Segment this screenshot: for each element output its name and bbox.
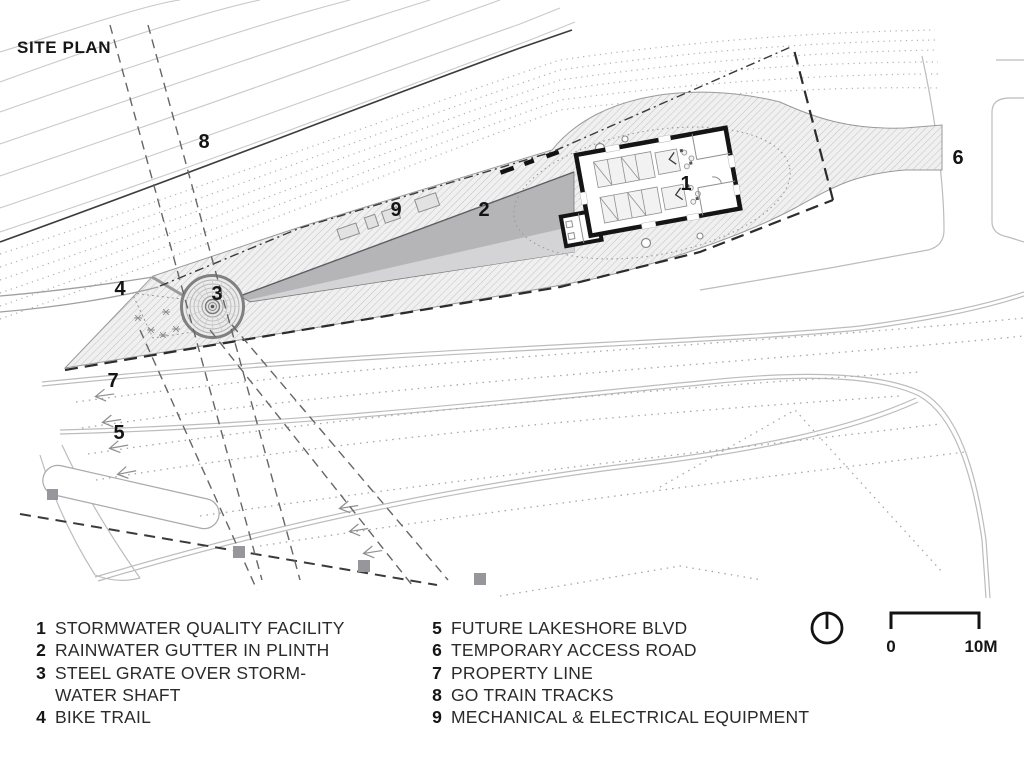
callout-3-grate: 3 [211, 283, 223, 305]
callout-6-access-road: 6 [952, 147, 964, 169]
legend-label: FUTURE LAKESHORE BLVD [451, 618, 688, 638]
embankment-contours [0, 29, 941, 320]
legend-item-5: 5 FUTURE LAKESHORE BLVD [424, 617, 854, 639]
utility-dashed-lines [109, 24, 449, 591]
legend-num: 5 [432, 618, 442, 638]
callout-8-go-tracks: 8 [198, 131, 210, 153]
north-arrow-icon [810, 611, 844, 645]
legend-num: 3 [36, 662, 46, 683]
stormwater-shaft-grate [180, 274, 245, 339]
legend-label: STORMWATER QUALITY FACILITY [55, 618, 345, 638]
lane-arrows [93, 387, 384, 561]
legend-num: 8 [432, 684, 442, 705]
legend-num: 6 [432, 640, 442, 661]
callout-5-lakeshore: 5 [113, 422, 125, 444]
callout-7-property-line: 7 [107, 370, 119, 392]
scale-max-label: 10M [964, 637, 998, 656]
legend-num: 1 [36, 618, 46, 638]
page-title: SITE PLAN [17, 38, 112, 57]
legend-label: TEMPORARY ACCESS ROAD [451, 640, 697, 661]
legend-num: 9 [432, 707, 442, 728]
tree-squares [47, 489, 486, 585]
legend-item-4: 4 BIKE TRAIL [28, 706, 408, 728]
legend-item-3: 3 STEEL GRATE OVER STORM-WATER SHAFT [28, 662, 408, 707]
facility-building [558, 125, 743, 249]
train-tracks-lines [0, 0, 576, 233]
legend-label: STEEL GRATE OVER STORM- [55, 662, 307, 683]
scale-zero-label: 0 [886, 637, 896, 656]
bike-trail [0, 276, 159, 313]
legend-left-column: 1 STORMWATER QUALITY FACILITY 2 RAINWATE… [28, 617, 408, 728]
legend-right-column: 5 FUTURE LAKESHORE BLVD 6 TEMPORARY ACCE… [424, 617, 854, 728]
legend-label: BIKE TRAIL [55, 707, 152, 728]
scale-bar [889, 611, 981, 629]
legend-item-1: 1 STORMWATER QUALITY FACILITY [28, 617, 408, 639]
legend-item-9: 9 MECHANICAL & ELECTRICAL EQUIPMENT [424, 706, 854, 728]
callout-1-facility: 1 [680, 173, 692, 195]
manhole-icon [696, 232, 704, 240]
legend-num: 7 [432, 662, 442, 683]
rail-corridor-edge [0, 29, 573, 243]
lakeshore-blvd-roads [39, 291, 1024, 599]
temporary-access-road [699, 55, 1024, 291]
callout-2-gutter: 2 [478, 199, 490, 221]
legend-num: 2 [36, 640, 46, 661]
legend-num: 4 [36, 707, 46, 728]
rainwater-gutter-face [248, 226, 574, 301]
plinth-wall-segments [499, 149, 560, 175]
callout-4-bike-trail: 4 [114, 278, 126, 300]
callout-9-equipment: 9 [390, 199, 402, 221]
legend-label: MECHANICAL & ELECTRICAL EQUIPMENT [451, 707, 810, 728]
manhole-icon [621, 135, 629, 143]
legend-label: RAINWATER GUTTER IN PLINTH [55, 640, 330, 661]
legend-item-7: 7 PROPERTY LINE [424, 662, 854, 684]
legend-item-8: 8 GO TRAIN TRACKS [424, 684, 854, 706]
property-line [19, 45, 835, 586]
legend-item-2: 2 RAINWATER GUTTER IN PLINTH [28, 639, 408, 661]
manhole-icon [640, 237, 652, 249]
legend-label: GO TRAIN TRACKS [451, 684, 614, 705]
mech-elec-equipment [336, 192, 441, 241]
legend-item-6: 6 TEMPORARY ACCESS ROAD [424, 639, 854, 661]
legend-label: PROPERTY LINE [451, 662, 594, 683]
